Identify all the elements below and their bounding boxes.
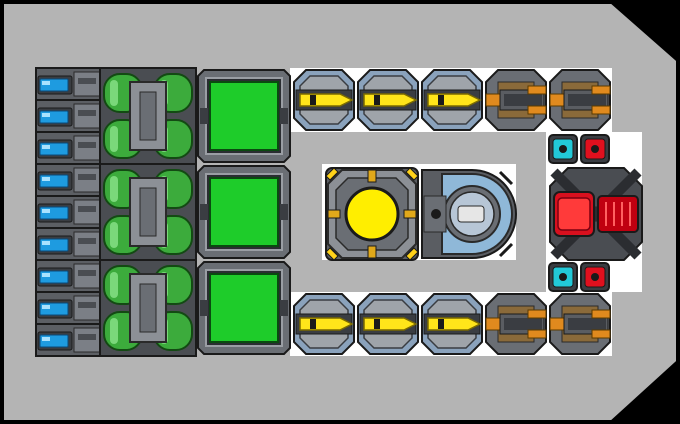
battery-module[interactable]: [35, 99, 103, 133]
autocannon-module[interactable]: [485, 293, 547, 355]
fuel-tank-module[interactable]: [99, 163, 197, 261]
warhead-module[interactable]: [580, 262, 610, 292]
shield-module[interactable]: [548, 262, 578, 292]
warhead-module[interactable]: [580, 134, 610, 164]
missile-launcher-module[interactable]: [293, 69, 355, 131]
storage-column: [197, 69, 291, 355]
battery-module[interactable]: [35, 227, 103, 261]
missile-launcher-module[interactable]: [357, 69, 419, 131]
missile-launcher-module[interactable]: [421, 293, 483, 355]
battery-module[interactable]: [35, 195, 103, 229]
battery-module[interactable]: [35, 259, 103, 293]
battery-module[interactable]: [35, 291, 103, 325]
autocannon-module[interactable]: [549, 69, 611, 131]
reactor-core: [344, 186, 400, 242]
fuel-tank-module[interactable]: [99, 259, 197, 357]
cockpit-module[interactable]: [421, 169, 517, 259]
weapons-top-row: [293, 69, 611, 131]
autocannon-module[interactable]: [549, 293, 611, 355]
autocannon-module[interactable]: [485, 69, 547, 131]
reactor-module[interactable]: [325, 167, 419, 261]
battery-module[interactable]: [35, 67, 103, 101]
fuel-tank-module[interactable]: [99, 67, 197, 165]
battery-module[interactable]: [35, 163, 103, 197]
storage-module[interactable]: [197, 261, 291, 355]
storage-module[interactable]: [197, 69, 291, 163]
missile-launcher-module[interactable]: [421, 69, 483, 131]
missile-launcher-module[interactable]: [357, 293, 419, 355]
battery-module[interactable]: [35, 323, 103, 357]
battery-column: [35, 67, 103, 357]
battery-module[interactable]: [35, 131, 103, 165]
missile-launcher-module[interactable]: [293, 293, 355, 355]
weapons-bottom-row: [293, 293, 611, 355]
engine-module[interactable]: [549, 167, 643, 261]
shield-module[interactable]: [548, 134, 578, 164]
fuel-tank-column: [99, 67, 197, 357]
storage-module[interactable]: [197, 165, 291, 259]
